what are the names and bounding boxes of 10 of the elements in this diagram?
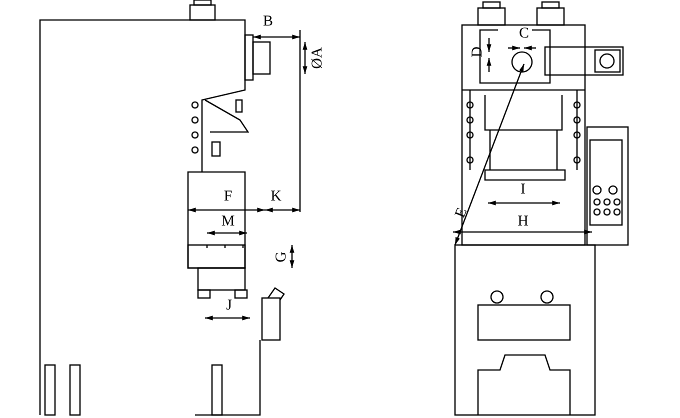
dimension-label: B <box>263 14 273 30</box>
dimension-label: K <box>270 190 282 204</box>
dimension-label: F <box>224 190 232 204</box>
dimension-label: ØA <box>310 47 326 69</box>
dimension-label: C <box>519 26 529 42</box>
dimension-label: H <box>518 214 528 230</box>
dimension-label: I <box>520 182 526 198</box>
dimension-label: J <box>226 298 232 314</box>
dimension-label: M <box>221 214 235 230</box>
dimension-label: G <box>274 252 290 262</box>
